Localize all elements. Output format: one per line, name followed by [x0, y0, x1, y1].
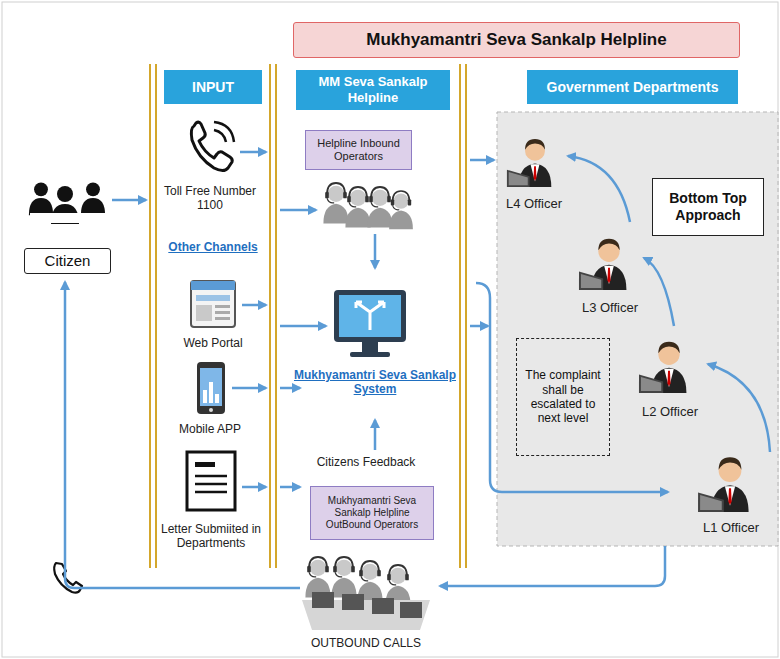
column-header: MM Seva Sankalp Helpline	[296, 70, 450, 110]
text-label: L3 Officer	[570, 300, 650, 316]
text-label: L1 Officer	[691, 520, 771, 536]
node-text: The complaint shall be escalated to next…	[523, 368, 603, 426]
text-label: Mobile APP	[160, 422, 260, 436]
text-label: L4 Officer	[494, 196, 574, 212]
text-label: Letter Submiited in Departments	[155, 522, 267, 551]
text-label: Toll Free Number 1100	[154, 184, 266, 213]
note-box: Bottom Top Approach	[652, 178, 764, 236]
node-text: Helpline Inbound Operators	[311, 137, 406, 163]
node-text: Mukhyamantri Seva Sankalp Helpline OutBo…	[316, 495, 428, 531]
text-label: Web Portal	[163, 336, 263, 350]
node-text: INPUT	[192, 79, 234, 96]
text-label: Mukhyamantri Seva Sankalp System	[291, 368, 459, 397]
text-label: Citizens Feedback	[301, 455, 431, 469]
column-header: Government Departments	[527, 70, 738, 104]
process-box: Mukhyamantri Seva Sankalp Helpline OutBo…	[310, 486, 434, 540]
text-label: Other Channels	[157, 240, 269, 254]
note-box: The complaint shall be escalated to next…	[516, 338, 610, 456]
column-header: INPUT	[164, 70, 262, 104]
node-text: Citizen	[45, 252, 91, 270]
text-label: OUTBOUND CALLS	[291, 636, 441, 650]
process-box: Helpline Inbound Operators	[305, 130, 412, 170]
title-box: Mukhyamantri Seva Sankalp Helpline	[293, 22, 740, 58]
node-text: MM Seva Sankalp Helpline	[302, 74, 444, 105]
text-label: L2 Officer	[630, 404, 710, 420]
node-text: Bottom Top Approach	[659, 190, 757, 224]
node-text: Government Departments	[547, 79, 719, 96]
actor-box: Citizen	[24, 248, 111, 274]
